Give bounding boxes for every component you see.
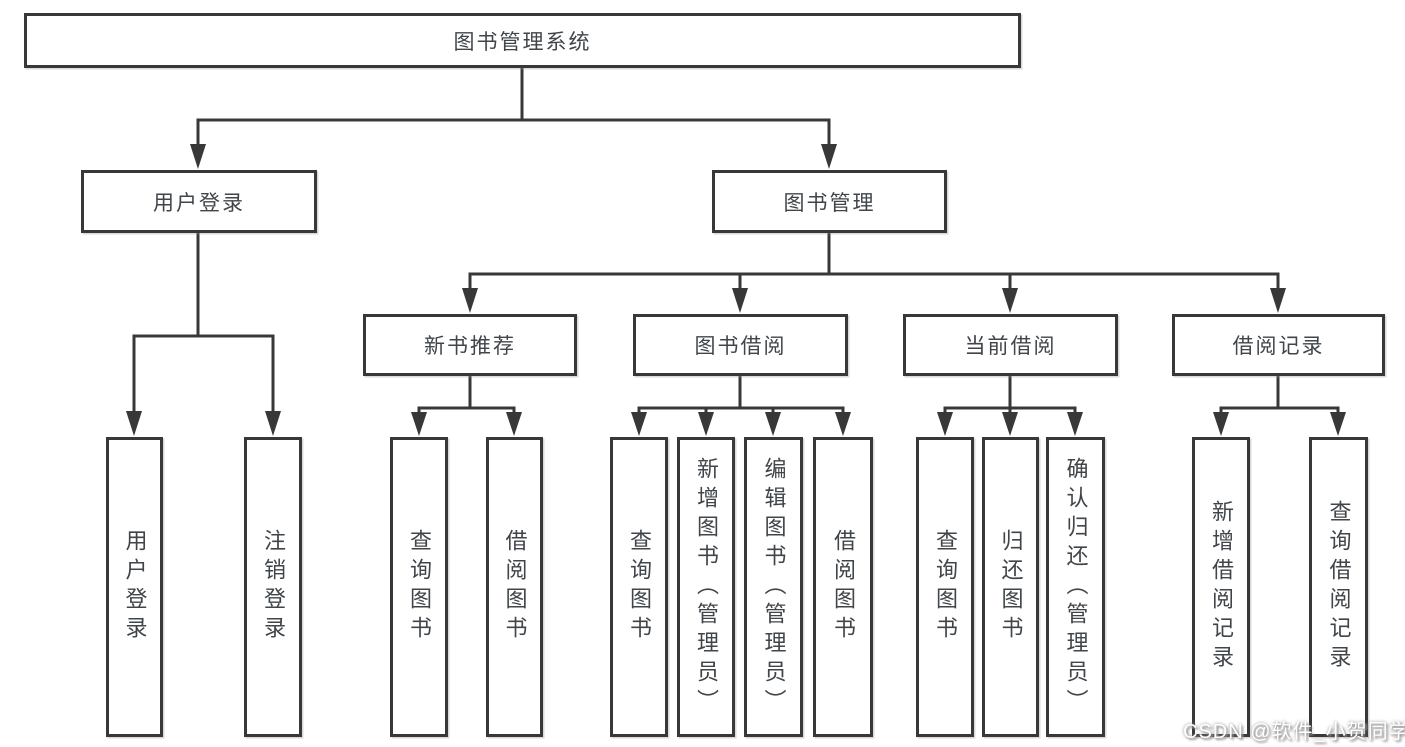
leaf-confirm-return-admin-label: 确认归还（管理员）: [1063, 456, 1089, 718]
arrowhead-down-icon: [506, 412, 522, 436]
arrowhead-down-icon: [1067, 412, 1083, 436]
node-new-book-recommend-label: 新书推荐: [424, 335, 516, 358]
csdn-watermark: CSDN @软件_小贺同学: [1183, 721, 1405, 743]
arrowhead-down-icon: [462, 288, 478, 313]
node-user-login-label: 用户登录: [153, 191, 245, 215]
leaf-query-books-recommend-label: 查询图书: [407, 529, 432, 645]
arrowhead-down-icon: [411, 412, 427, 436]
arrowhead-down-icon: [265, 411, 281, 436]
leaf-logout: 注销登录: [244, 437, 302, 737]
arrowhead-down-icon: [190, 144, 206, 169]
leaf-add-books-admin: 新增图书（管理员）: [677, 437, 735, 737]
arrowhead-down-icon: [126, 411, 142, 436]
connector-current-borrowing-to-leaves: [937, 376, 1083, 436]
connector-book-borrowing-to-leaves: [631, 376, 851, 436]
leaf-query-books-current-label: 查询图书: [933, 529, 958, 645]
leaf-logout-label: 注销登录: [261, 529, 286, 645]
arrowhead-down-icon: [821, 144, 837, 169]
leaf-user-login-label: 用户登录: [122, 529, 148, 645]
arrowhead-down-icon: [631, 412, 647, 436]
connector-borrowing-records-to-leaves: [1213, 376, 1346, 436]
leaf-return-books: 归还图书: [982, 437, 1039, 737]
arrowhead-down-icon: [937, 412, 953, 436]
leaf-borrow-books-borrowing: 借阅图书: [813, 437, 873, 737]
node-root: 图书管理系统: [24, 13, 1021, 68]
leaf-borrow-books-recommend: 借阅图书: [486, 437, 543, 737]
leaf-edit-books-admin-label: 编辑图书（管理员）: [761, 456, 787, 718]
connector-book-management-to-level3: [462, 233, 1286, 313]
node-book-borrowing: 图书借阅: [633, 314, 848, 376]
connector-new-book-recommend-to-leaves: [411, 376, 522, 436]
node-current-borrowing: 当前借阅: [903, 314, 1118, 376]
connector-root-to-level2: [190, 68, 837, 169]
leaf-borrow-books-borrowing-label: 借阅图书: [831, 529, 856, 645]
arrowhead-down-icon: [1002, 412, 1018, 436]
leaf-return-books-label: 归还图书: [998, 529, 1024, 645]
arrowhead-down-icon: [1213, 412, 1229, 436]
node-book-management: 图书管理: [712, 170, 947, 233]
leaf-add-borrow-record: 新增借阅记录: [1192, 437, 1250, 737]
leaf-add-books-admin-label: 新增图书（管理员）: [694, 456, 719, 718]
leaf-user-login: 用户登录: [106, 437, 163, 737]
arrowhead-down-icon: [732, 288, 748, 313]
leaf-query-books-borrowing-label: 查询图书: [627, 529, 652, 645]
node-borrowing-records-label: 借阅记录: [1232, 335, 1325, 358]
leaf-query-books-current: 查询图书: [916, 437, 974, 737]
node-book-management-label: 图书管理: [783, 191, 876, 215]
node-current-borrowing-label: 当前借阅: [964, 335, 1057, 358]
leaf-query-borrow-record: 查询借阅记录: [1309, 437, 1368, 737]
node-book-borrowing-label: 图书借阅: [694, 335, 787, 358]
leaf-query-books-borrowing: 查询图书: [610, 437, 668, 737]
arrowhead-down-icon: [765, 412, 781, 436]
leaf-query-borrow-record-label: 查询借阅记录: [1326, 500, 1352, 674]
node-new-book-recommend: 新书推荐: [363, 314, 577, 376]
node-borrowing-records: 借阅记录: [1172, 314, 1385, 376]
arrowhead-down-icon: [1002, 288, 1018, 313]
node-user-login: 用户登录: [81, 170, 317, 233]
connector-user-login-to-leaves: [126, 233, 281, 436]
arrowhead-down-icon: [1270, 288, 1286, 313]
leaf-confirm-return-admin: 确认归还（管理员）: [1046, 437, 1105, 737]
arrowhead-down-icon: [698, 412, 714, 436]
arrowhead-down-icon: [835, 412, 851, 436]
leaf-edit-books-admin: 编辑图书（管理员）: [744, 437, 803, 737]
arrowhead-down-icon: [1330, 412, 1346, 436]
leaf-add-borrow-record-label: 新增借阅记录: [1209, 500, 1234, 674]
node-root-label: 图书管理系统: [453, 30, 592, 54]
leaf-borrow-books-recommend-label: 借阅图书: [502, 529, 528, 645]
leaf-query-books-recommend: 查询图书: [390, 437, 448, 737]
